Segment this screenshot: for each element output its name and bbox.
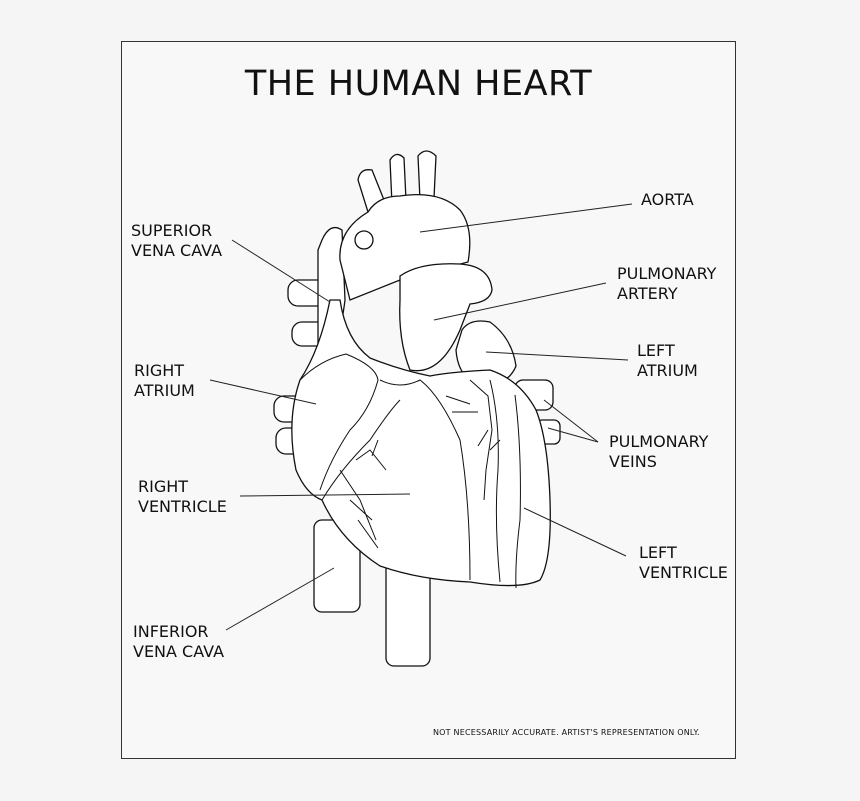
heart-body-shape [291, 299, 551, 587]
label-inferior-vena-cava: INFERIOR VENA CAVA [133, 622, 225, 661]
leader-right-ventricle [239, 493, 411, 497]
disclaimer-note: NOT NECESSARILY ACCURATE. ARTIST'S REPRE… [433, 728, 700, 737]
label-superior-vena-cava: SUPERIOR VENA CAVA [131, 221, 223, 260]
leader-right-atrium [209, 379, 317, 405]
label-left-ventricle: LEFT VENTRICLE [639, 543, 728, 582]
label-aorta: AORTA [641, 190, 694, 209]
right-atrium-shape [299, 353, 379, 491]
aorta-ring [354, 230, 374, 250]
leader-left-atrium [485, 351, 629, 361]
label-pulmonary-veins: PULMONARY VEINS [609, 432, 709, 471]
diagram-title: THE HUMAN HEART [244, 64, 593, 104]
label-pulmonary-artery: PULMONARY ARTERY [617, 264, 717, 303]
aortic-branch-2 [389, 153, 407, 205]
label-left-atrium: LEFT ATRIUM [637, 341, 698, 380]
aorta-shape [339, 193, 471, 301]
leader-left-ventricle [523, 507, 627, 557]
leader-pulmonary-veins-2 [547, 427, 599, 443]
leader-superior-vena-cava [231, 239, 331, 303]
leader-pulmonary-veins-1 [543, 399, 599, 443]
aortic-branch-3 [417, 150, 437, 201]
leader-pulmonary-artery [433, 282, 607, 321]
label-right-ventricle: RIGHT VENTRICLE [138, 477, 227, 516]
leader-aorta [419, 203, 633, 233]
label-right-atrium: RIGHT ATRIUM [134, 361, 195, 400]
leader-inferior-vena-cava [225, 567, 335, 631]
